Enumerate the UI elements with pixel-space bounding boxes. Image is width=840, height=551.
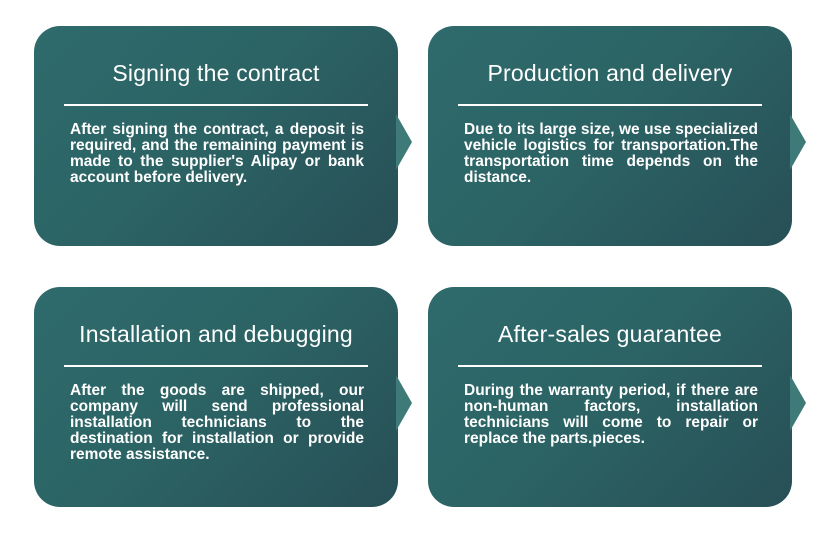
- card-title: Installation and debugging: [79, 321, 353, 347]
- card-production-delivery: Production and delivery Due to its large…: [428, 26, 806, 246]
- card-pointer: [396, 375, 412, 431]
- title-divider: [458, 104, 762, 106]
- card-title: Signing the contract: [112, 60, 320, 86]
- card-body: During the warranty period, if there are…: [464, 382, 758, 447]
- card-pointer: [790, 114, 806, 170]
- card-pointer: [790, 375, 806, 431]
- card-title: After-sales guarantee: [497, 321, 723, 347]
- card-body: Due to its large size, we use specialize…: [464, 121, 758, 186]
- title-divider: [64, 365, 368, 367]
- card-installation-debugging: Installation and debugging After the goo…: [34, 287, 412, 507]
- card-body: After the goods are shipped, our company…: [70, 382, 364, 463]
- card-signing-contract: Signing the contract After signing the c…: [34, 26, 412, 246]
- title-divider: [458, 365, 762, 367]
- card-after-sales-guarantee: After-sales guarantee During the warrant…: [428, 287, 806, 507]
- title-divider: [64, 104, 368, 106]
- card-body: After signing the contract, a deposit is…: [70, 121, 364, 186]
- card-title: Production and delivery: [487, 60, 733, 86]
- card-pointer: [396, 114, 412, 170]
